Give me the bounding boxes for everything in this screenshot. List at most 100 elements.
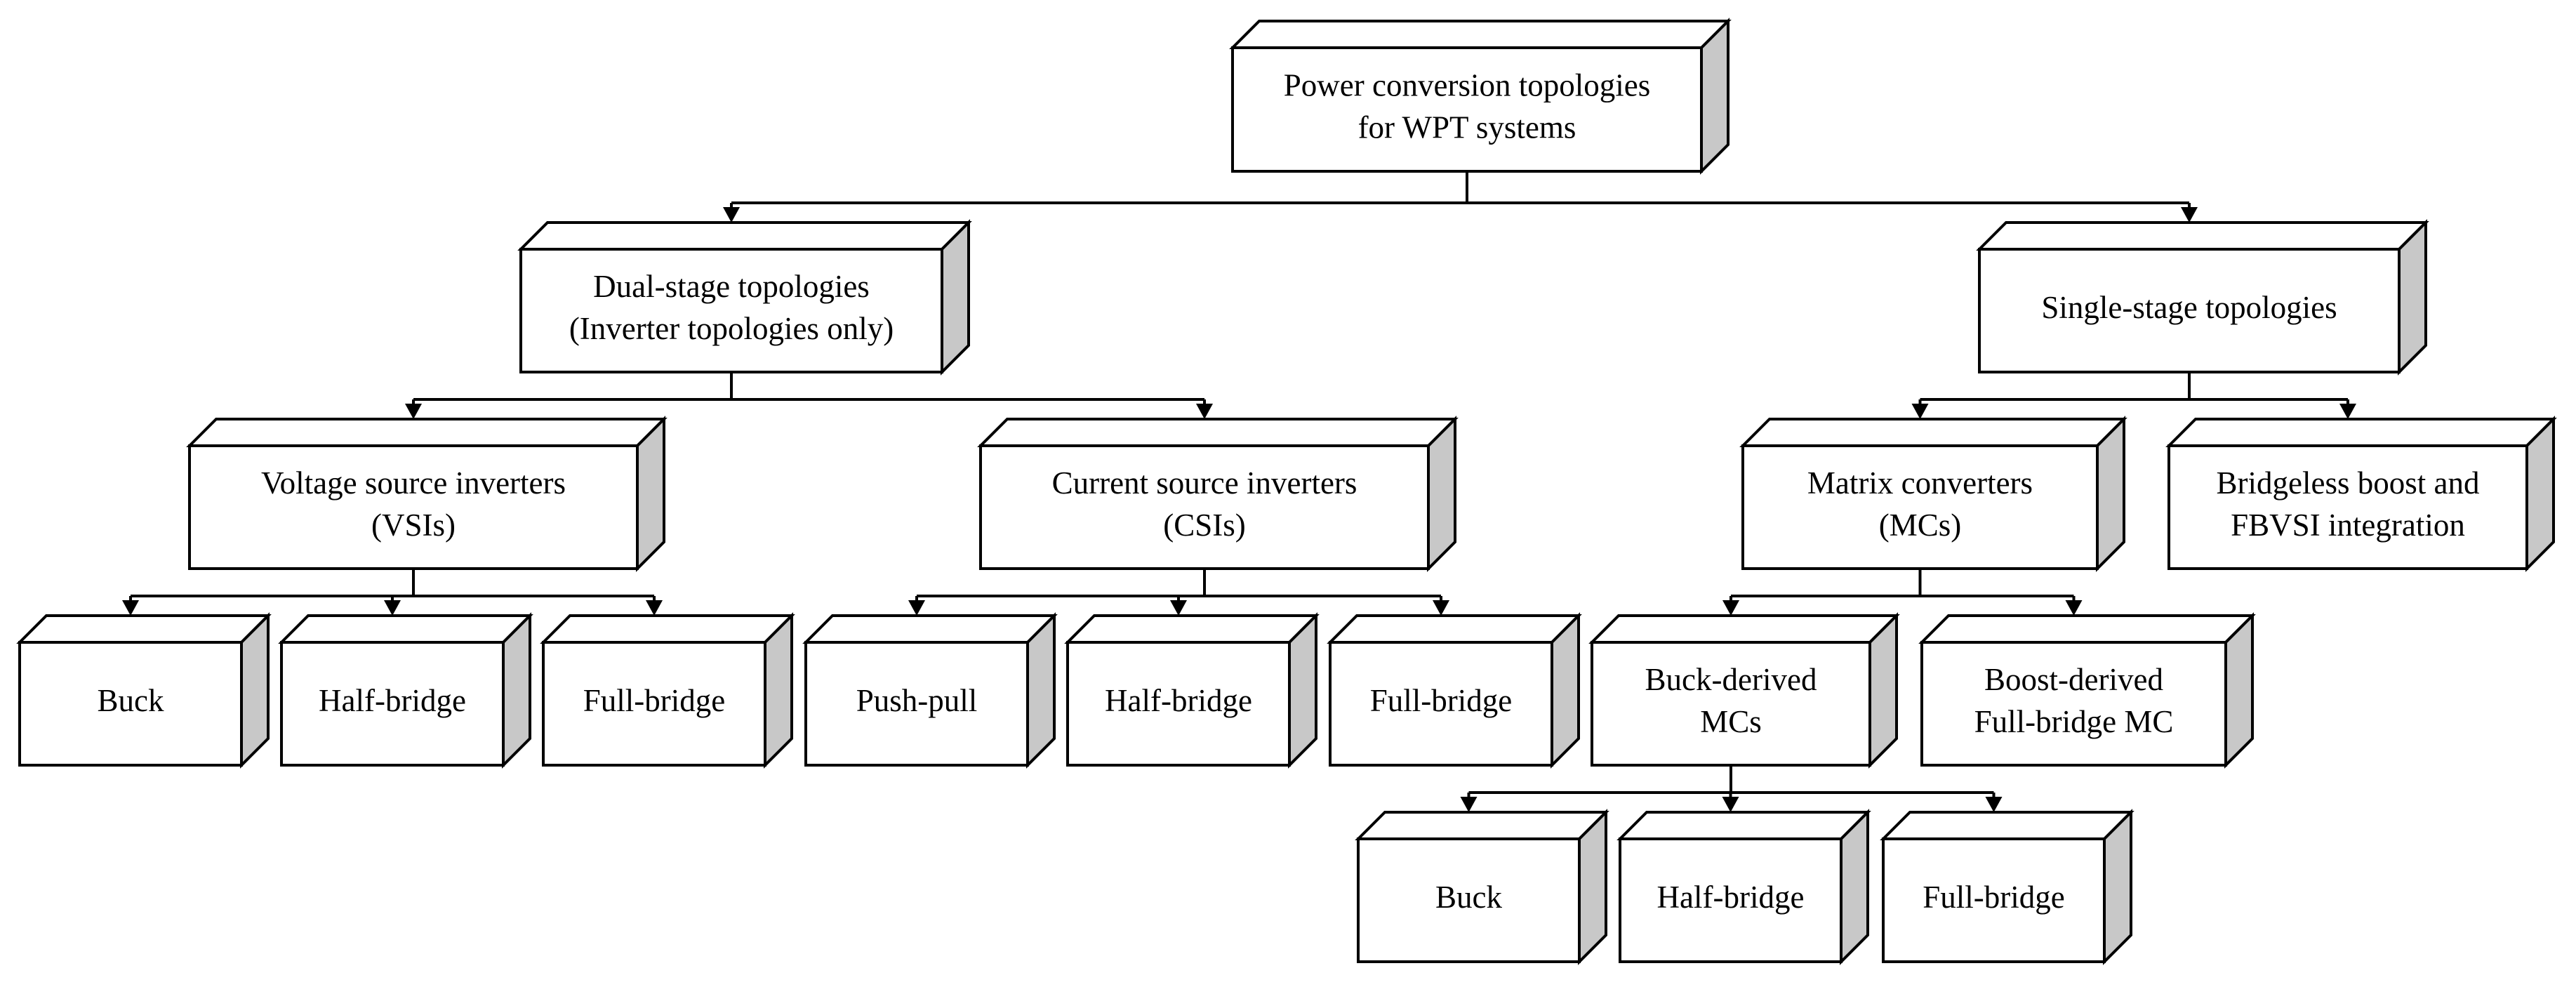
node-top-face — [16, 614, 272, 644]
arrowhead — [1911, 404, 1929, 419]
node-side-face — [1578, 809, 1607, 965]
connector-single — [1911, 372, 2356, 419]
node-label: Bridgeless boost and — [2217, 465, 2480, 501]
node-label: (CSIs) — [1163, 508, 1246, 543]
node-top-face — [278, 614, 533, 644]
arrowhead — [1433, 600, 1449, 616]
node-label: Push-pull — [856, 683, 978, 718]
node-bd-buck: Buck — [1355, 809, 1609, 965]
node-front-face — [1591, 641, 1871, 767]
connectors — [122, 171, 2356, 812]
node-side-face — [1427, 416, 1456, 572]
node-top-face — [1327, 614, 1582, 644]
node-label: Matrix converters — [1807, 465, 2033, 501]
node-side-face — [1840, 809, 1869, 965]
node-label: Full-bridge — [1370, 683, 1512, 718]
node-front-face — [1066, 641, 1291, 767]
node-label: Buck — [98, 683, 164, 718]
node-side-face — [2096, 416, 2125, 572]
node-top-face — [1976, 221, 2429, 251]
node-front-face — [1357, 837, 1581, 963]
node-side-face — [2525, 416, 2555, 572]
node-top-face — [1880, 811, 2135, 840]
node-side-face — [2224, 612, 2254, 769]
node-front-face — [1978, 248, 2401, 373]
connector-csi — [908, 569, 1449, 616]
arrowhead — [1722, 797, 1739, 812]
node-top-face — [540, 614, 795, 644]
node-side-face — [502, 612, 531, 769]
node-label: Half-bridge — [319, 683, 466, 718]
node-label: Full-bridge — [583, 683, 725, 718]
node-front-face — [18, 641, 243, 767]
node-label: Buck-derived — [1645, 662, 1817, 697]
node-bd-half: Half-bridge — [1616, 809, 1871, 965]
node-csi-half: Half-bridge — [1064, 612, 1320, 769]
node-label: (Inverter topologies only) — [569, 311, 894, 346]
node-side-face — [1700, 18, 1729, 175]
connector-root — [723, 171, 2198, 223]
arrowhead — [646, 600, 663, 616]
node-csi-full: Full-bridge — [1327, 612, 1582, 769]
node-top-face — [977, 418, 1459, 447]
node-root: Power conversion topologies for WPT syste… — [1229, 18, 1732, 175]
node-front-face — [1882, 837, 2106, 963]
node-label: (MCs) — [1879, 508, 1962, 543]
node-label: (VSIs) — [371, 508, 456, 543]
node-front-face — [2167, 444, 2528, 570]
arrowhead — [2181, 207, 2198, 223]
connector-mc — [1722, 569, 2083, 616]
node-top-face — [1229, 20, 1732, 49]
arrowhead — [1460, 797, 1478, 812]
node-dual: Dual-stage topologies(Inverter topologie… — [517, 219, 972, 376]
node-top-face — [1616, 811, 1871, 840]
arrowhead — [405, 404, 422, 419]
node-front-face — [979, 444, 1430, 570]
node-label: Single-stage topologies — [2041, 290, 2337, 325]
node-side-face — [2398, 219, 2427, 376]
node-label: MCs — [1700, 704, 1762, 739]
node-front-face — [1741, 444, 2099, 570]
node-top-face — [2165, 418, 2557, 447]
node-label: Full-bridge MC — [1974, 704, 2174, 739]
node-bd-full: Full-bridge — [1880, 809, 2135, 965]
node-label: for WPT systems — [1358, 110, 1576, 145]
arrowhead — [2065, 600, 2083, 616]
node-top-face — [802, 614, 1058, 644]
node-top-face — [1739, 418, 2127, 447]
connector-vsi — [122, 569, 663, 616]
node-side-face — [636, 416, 665, 572]
nodes: Power conversion topologies for WPT syste… — [16, 18, 2557, 965]
node-label: Buck — [1435, 880, 1502, 915]
node-side-face — [1026, 612, 1056, 769]
node-label: Half-bridge — [1657, 880, 1805, 915]
node-side-face — [941, 219, 970, 376]
connector-dual — [405, 372, 1213, 419]
node-side-face — [1551, 612, 1580, 769]
node-side-face — [1288, 612, 1317, 769]
node-csi-push: Push-pull — [802, 612, 1058, 769]
arrowhead — [1196, 404, 1213, 419]
node-single: Single-stage topologies — [1976, 219, 2429, 376]
node-vsi-full: Full-bridge — [540, 612, 795, 769]
node-label: Power conversion topologies — [1284, 67, 1650, 102]
node-top-face — [1588, 614, 1900, 644]
node-side-face — [240, 612, 270, 769]
node-label: Full-bridge — [1923, 880, 2064, 915]
arrowhead — [1170, 600, 1187, 616]
arrowhead — [1985, 797, 2003, 812]
node-vsi-half: Half-bridge — [278, 612, 533, 769]
connector-mc-buck-derived — [1460, 765, 2003, 812]
node-front-face — [519, 248, 943, 373]
node-vsi: Voltage source inverters(VSIs) — [186, 416, 668, 572]
node-mc: Matrix converters (MCs) — [1739, 416, 2127, 572]
node-front-face — [188, 444, 639, 570]
node-front-face — [804, 641, 1029, 767]
arrowhead — [384, 600, 401, 616]
node-label: Half-bridge — [1105, 683, 1252, 718]
arrowhead — [908, 600, 925, 616]
node-front-face — [1231, 46, 1703, 173]
